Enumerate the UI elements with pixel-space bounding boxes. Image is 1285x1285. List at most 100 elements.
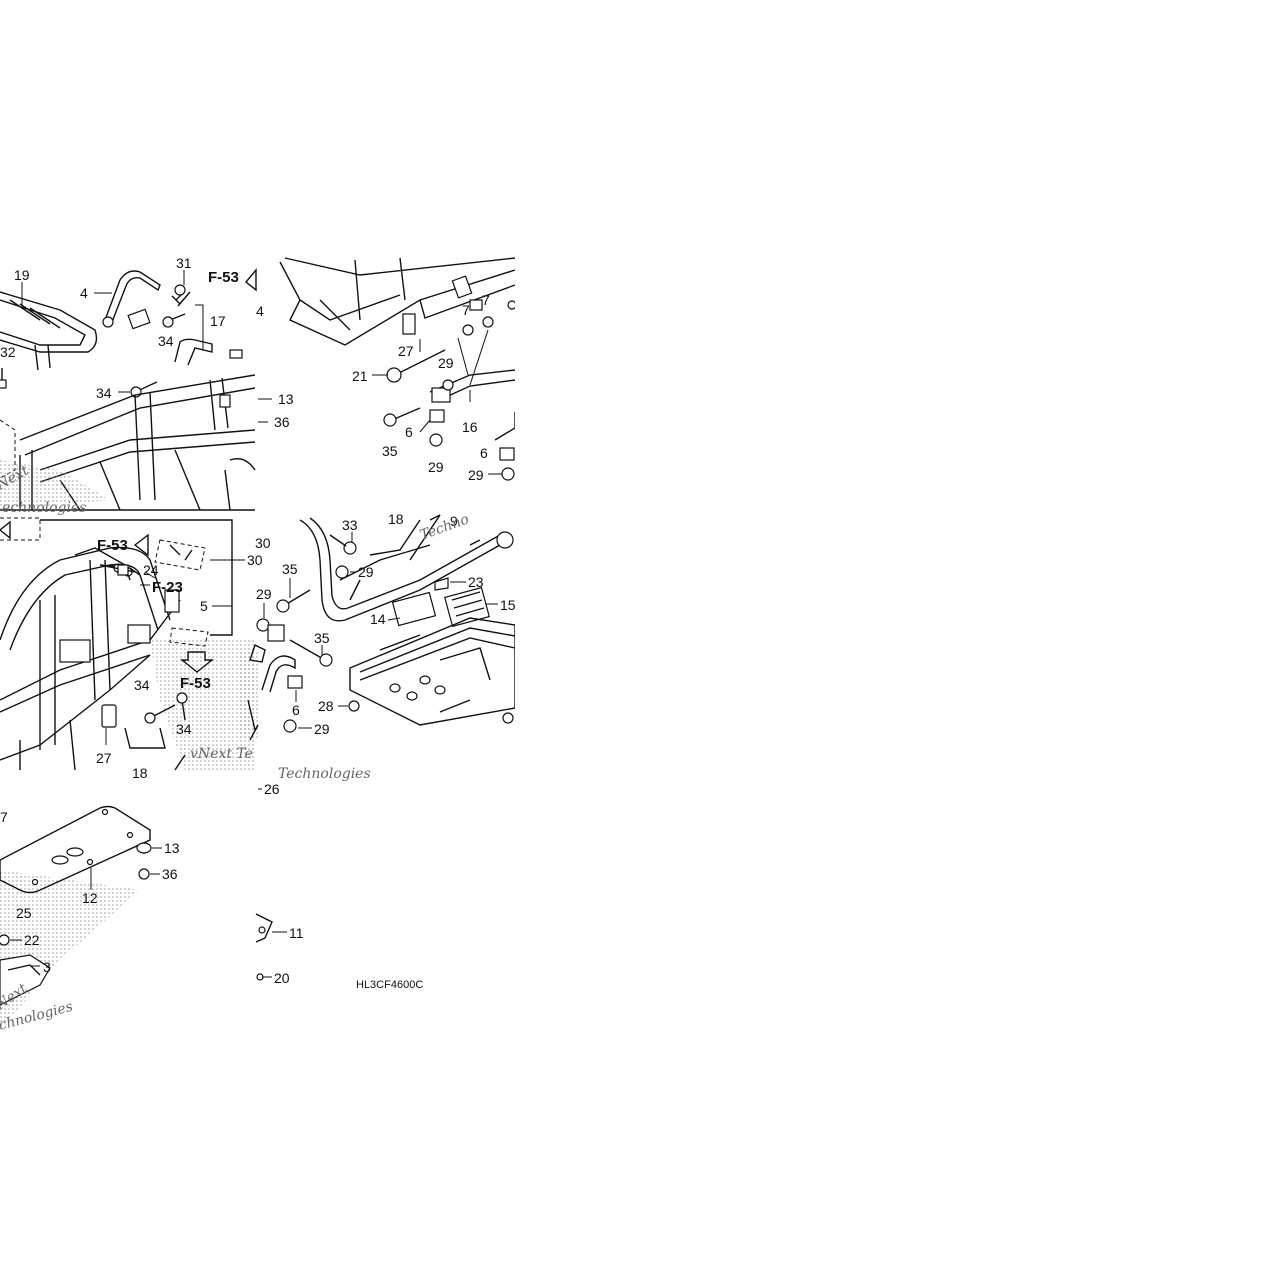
handle-bracket: [174, 338, 213, 366]
shading-bottom-left: [0, 870, 140, 1030]
bolts-middle-left: [144, 692, 188, 724]
panel-middle-left: F-53 F-23 F-53 24 5 30 34 34 27 18 vNext…: [0, 517, 263, 781]
bracket-u-bar: [102, 270, 161, 330]
clamp-rubber: [267, 624, 285, 642]
panel-middle-right: 30 18 9 33 29 23 35 15 14 29 35 6 28 29 …: [240, 511, 516, 797]
callout-29-a: 29: [438, 355, 454, 371]
rubber-marks: [169, 544, 193, 561]
dashed-rubber-top: [154, 539, 206, 571]
shading-middle-right: [240, 650, 258, 740]
callout-22: 22: [24, 932, 40, 948]
mid-frame-tubes: [279, 257, 516, 346]
washer-13: [136, 842, 152, 854]
callout-28: 28: [318, 698, 334, 714]
pipe-bend: [261, 655, 296, 693]
callout-19: 19: [14, 267, 30, 283]
skid-plate: [349, 617, 516, 726]
spacer-27: [402, 313, 416, 335]
pad-14: [391, 591, 437, 627]
callout-36-bottom: 36: [162, 866, 178, 882]
spacer-27-middle: [101, 704, 117, 728]
callout-11: 11: [289, 925, 304, 941]
leaders-middle-right: [258, 532, 498, 790]
full-frame-tubes: [0, 546, 181, 771]
leaders-top-right: [372, 329, 502, 475]
nut-29-b: [429, 433, 443, 447]
callout-27-mid: 27: [96, 750, 112, 766]
callout-6-a: 6: [405, 424, 413, 440]
nut-7-a: [462, 324, 474, 336]
callout-34-mid-b: 34: [176, 721, 192, 737]
bolt-right: [502, 712, 514, 724]
clip-23: [434, 577, 449, 591]
collar-bolt-24: [104, 564, 136, 576]
callout-32: 32: [0, 344, 16, 360]
callout-21: 21: [352, 368, 368, 384]
callouts-middle-right: 30 18 9 33 29 23 35 15 14 29 35 6 28 29 …: [255, 511, 516, 797]
nut-29-c: [501, 467, 515, 481]
nut-29-a: [442, 379, 454, 391]
callout-29-left: 29: [256, 586, 272, 602]
drawing-code: HL3CF4600C: [356, 979, 423, 991]
panel-bottom-left: 7 13 36 12 25 22 3 Next chnologies: [0, 805, 180, 1034]
bolt-35-top: [383, 407, 421, 427]
dashed-box-left: [0, 517, 41, 541]
nut-29-mid: [335, 565, 349, 579]
dashed-rubber-bottom: [169, 627, 209, 647]
callout-15: 15: [500, 597, 516, 613]
callout-34-mid-a: 34: [134, 677, 150, 693]
callout-13-bottom: 13: [164, 840, 180, 856]
callout-24: 24: [143, 562, 159, 578]
callout-17: 17: [210, 313, 226, 329]
plate-3: [0, 954, 51, 1006]
callout-31: 31: [176, 255, 192, 271]
callout-35-top: 35: [382, 443, 398, 459]
callout-35-mid-a: 35: [282, 561, 298, 577]
leaders-middle-left: [105, 559, 245, 745]
bolt-36: [138, 868, 150, 880]
callout-18: 18: [388, 511, 404, 527]
bolts-top-left: [0, 284, 191, 398]
callout-16: 16: [462, 419, 478, 435]
callout-34-upper: 34: [158, 333, 174, 349]
clamp-small: [249, 644, 266, 663]
callout-9: 9: [450, 513, 458, 529]
bracket-right-edge: [494, 412, 516, 441]
callouts-bottom-left: 7 13 36 12 25 22 3: [0, 809, 180, 975]
panel-gutters: [255, 250, 1285, 770]
arrow-left: [0, 520, 11, 540]
ref-f53-bottom: F-53: [180, 675, 211, 692]
callout-25: 25: [16, 905, 32, 921]
callout-23: 23: [468, 574, 484, 590]
nut-22: [0, 934, 10, 946]
shading-top-left: [0, 460, 110, 510]
nut-29-left: [256, 618, 270, 632]
cross-pipe-assembly: [299, 514, 514, 622]
arrow-down: [180, 651, 214, 673]
nut-29-bottom: [283, 719, 297, 733]
watermark-3: vNext Te: [190, 746, 253, 762]
callout-7-a: 7: [462, 302, 470, 318]
callout-29-c: 29: [468, 467, 484, 483]
callout-34-lower: 34: [96, 385, 112, 401]
long-bolt-21: [386, 349, 446, 383]
bolt-28: [348, 700, 360, 712]
callout-14: 14: [370, 611, 386, 627]
watermark-2: echnologies: [2, 500, 86, 516]
callout-13: 13: [278, 391, 294, 407]
leaders-top-left: [21, 270, 272, 423]
callout-7-bottom: 7: [0, 809, 8, 825]
grille-15: [444, 586, 490, 628]
callout-29-b: 29: [428, 459, 444, 475]
shading-middle-left: [150, 640, 255, 770]
callout-27-top: 27: [398, 343, 414, 359]
panel-bottom-right: 11 20 HL3CF4600C: [255, 913, 423, 991]
callouts-top-right: 27 7 7 29 21 16 35 6 29 6 29: [352, 292, 490, 483]
callout-6-b: 6: [480, 445, 488, 461]
watermark-5: Technologies: [278, 766, 371, 782]
under-cover-12: [0, 805, 151, 894]
bracket-line: [40, 519, 233, 636]
callout-29-bottom: 29: [314, 721, 330, 737]
panel-top-left: 19 4 31 17 34 32 34 13 36 Next echnologi…: [0, 255, 294, 516]
